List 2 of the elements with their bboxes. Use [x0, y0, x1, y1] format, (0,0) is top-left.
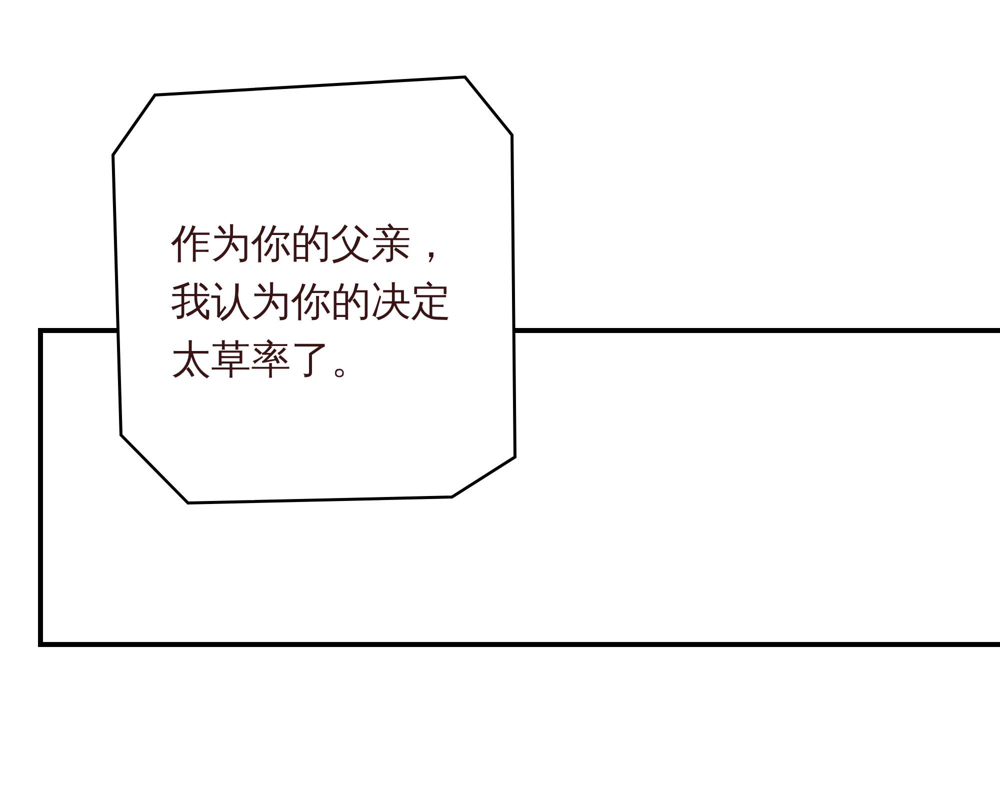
speech-text: 作为你的父亲，我认为你的决定太草率了。 [171, 220, 451, 385]
speech-box [111, 75, 517, 505]
